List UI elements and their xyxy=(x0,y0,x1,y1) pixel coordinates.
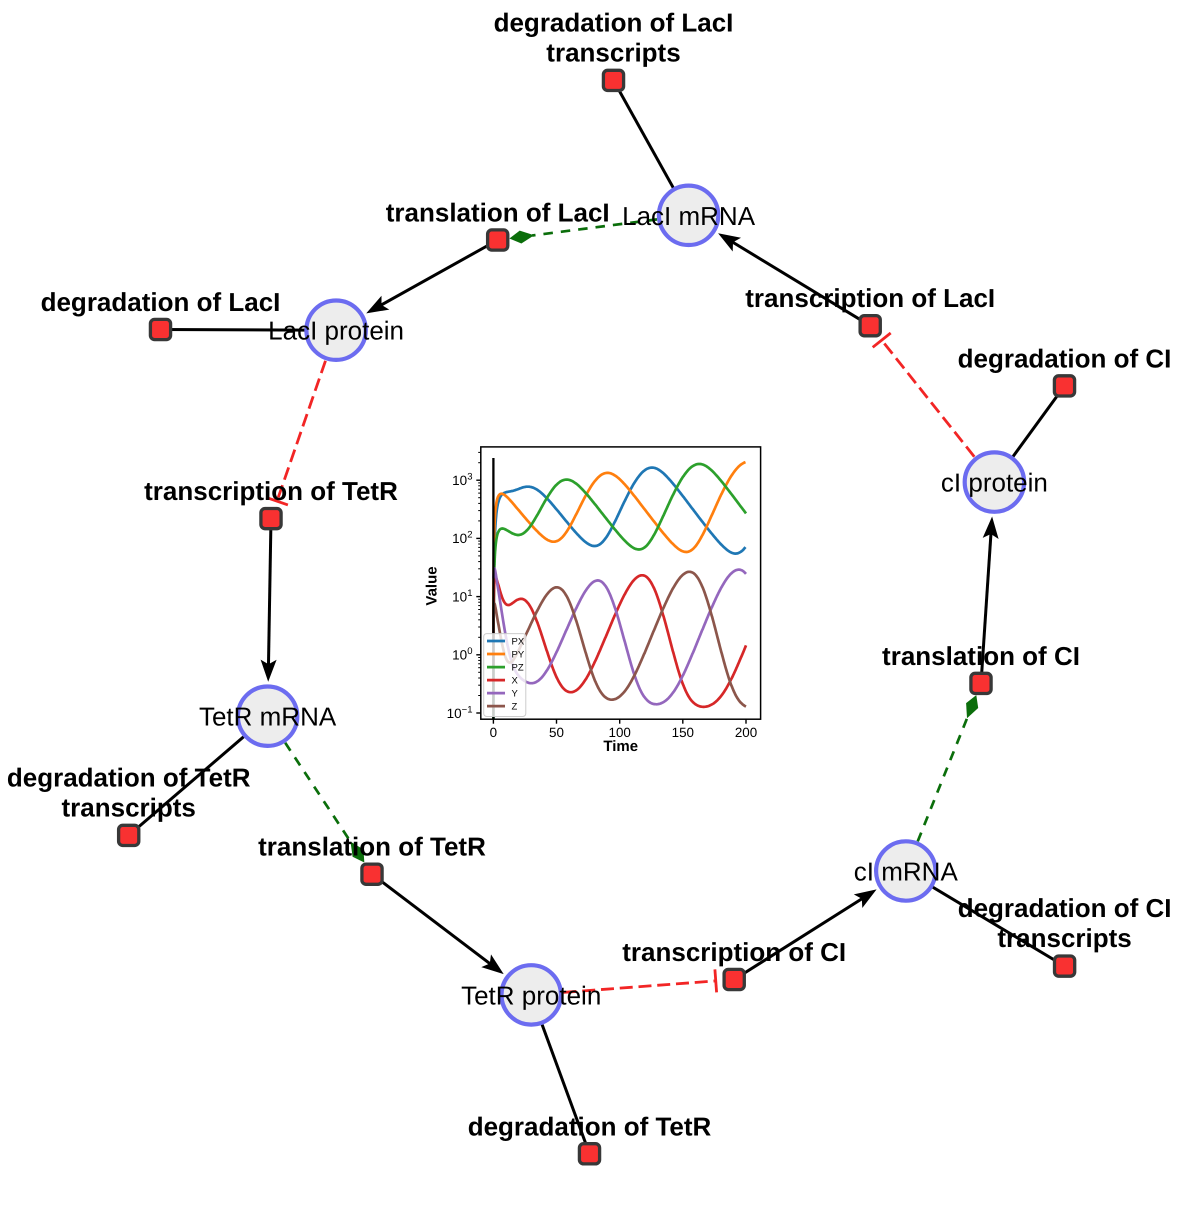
svg-text:Z: Z xyxy=(512,702,518,713)
svg-text:transcription of CI: transcription of CI xyxy=(622,937,846,967)
svg-text:PX: PX xyxy=(512,636,525,647)
svg-text:TetR protein: TetR protein xyxy=(461,980,601,1010)
svg-text:LacI protein: LacI protein xyxy=(268,316,404,346)
svg-text:LacI mRNA: LacI mRNA xyxy=(622,201,756,231)
svg-text:degradation of TetR: degradation of TetR xyxy=(468,1111,712,1141)
svg-text:transcripts: transcripts xyxy=(997,923,1131,953)
svg-text:cI protein: cI protein xyxy=(941,468,1048,498)
svg-text:PY: PY xyxy=(512,649,525,660)
svg-text:transcription of LacI: transcription of LacI xyxy=(745,283,995,313)
svg-text:Y: Y xyxy=(512,689,519,700)
svg-text:transcription of TetR: transcription of TetR xyxy=(144,476,398,506)
svg-text:cI mRNA: cI mRNA xyxy=(854,857,959,887)
svg-text:Value: Value xyxy=(424,566,441,605)
svg-text:transcripts: transcripts xyxy=(546,37,680,67)
svg-text:X: X xyxy=(512,676,519,687)
svg-text:Time: Time xyxy=(603,738,638,755)
svg-text:50: 50 xyxy=(549,725,564,740)
svg-text:degradation of LacI: degradation of LacI xyxy=(41,287,281,317)
svg-text:translation of TetR: translation of TetR xyxy=(258,832,486,862)
svg-text:100: 100 xyxy=(609,725,631,740)
svg-text:translation of LacI: translation of LacI xyxy=(386,198,610,228)
svg-text:TetR mRNA: TetR mRNA xyxy=(199,702,337,732)
svg-text:translation of CI: translation of CI xyxy=(882,641,1080,671)
svg-text:150: 150 xyxy=(672,725,694,740)
svg-text:degradation of CI: degradation of CI xyxy=(958,343,1172,373)
svg-text:degradation of CI: degradation of CI xyxy=(958,893,1172,923)
svg-text:PZ: PZ xyxy=(512,663,524,674)
svg-text:0: 0 xyxy=(490,725,497,740)
svg-text:degradation of TetR: degradation of TetR xyxy=(7,762,251,792)
svg-text:200: 200 xyxy=(735,725,757,740)
svg-text:transcripts: transcripts xyxy=(62,792,196,822)
svg-text:degradation of LacI: degradation of LacI xyxy=(494,7,734,37)
